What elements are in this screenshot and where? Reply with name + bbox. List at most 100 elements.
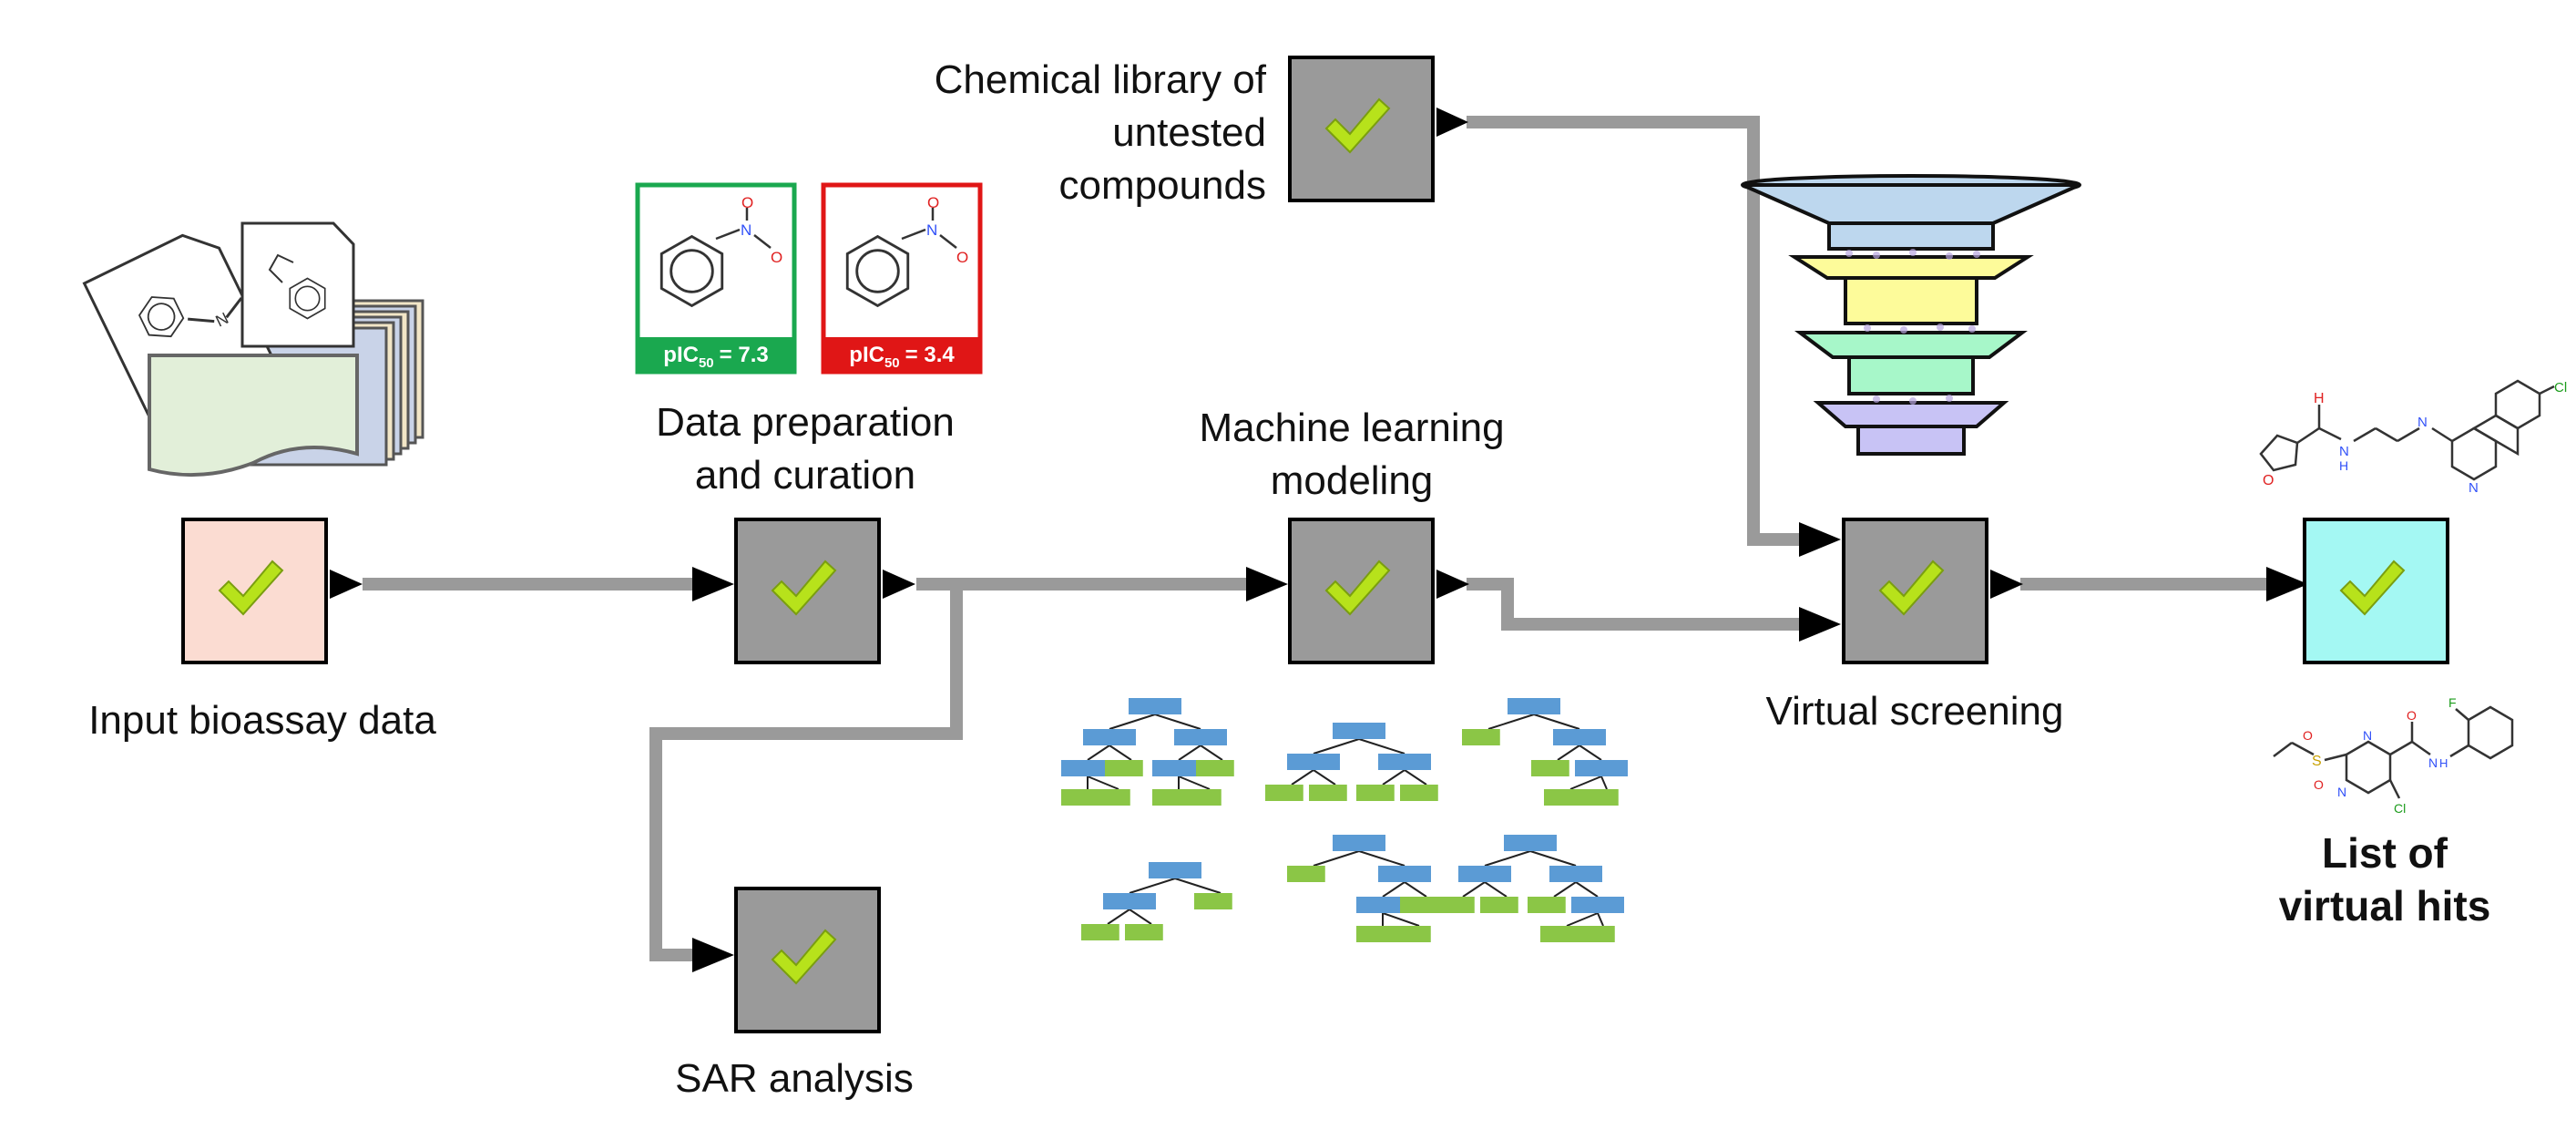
atom-hit1-n1: N bbox=[2339, 444, 2349, 459]
tree-split-node bbox=[1458, 866, 1511, 882]
output-port bbox=[883, 570, 915, 599]
connector-ml-to-vs bbox=[1467, 578, 1799, 631]
atom-hit2-h: H bbox=[2439, 756, 2448, 770]
tree-split-node bbox=[1504, 835, 1557, 851]
tree-leaf-node bbox=[1436, 897, 1475, 913]
atom-hit2-n3: N bbox=[2428, 755, 2438, 770]
decision-tree bbox=[1436, 835, 1624, 942]
arrow-prep-in bbox=[692, 567, 734, 601]
atom-nitro-n: N bbox=[926, 221, 937, 239]
tree-split-node bbox=[1149, 862, 1201, 878]
tree-edge bbox=[1529, 850, 1577, 867]
connectors bbox=[363, 116, 2268, 961]
atom-hit2-n1: N bbox=[2363, 728, 2372, 743]
tree-leaf-node bbox=[1287, 866, 1325, 882]
tree-edge bbox=[1129, 909, 1152, 925]
atom-hit2-o1: O bbox=[2303, 728, 2313, 743]
decision-tree bbox=[1287, 835, 1438, 942]
tree-leaf-node bbox=[1194, 893, 1232, 909]
tree-edge bbox=[1566, 912, 1599, 927]
tree-leaf-node bbox=[1480, 897, 1518, 913]
atom-hit1-h1: H bbox=[2339, 458, 2348, 473]
tree-leaf-node bbox=[1081, 924, 1119, 940]
decision-tree bbox=[1265, 723, 1438, 801]
atom-nitro-o-right: O bbox=[771, 249, 782, 266]
decision-tree bbox=[1061, 698, 1234, 806]
tree-leaf-node bbox=[1580, 789, 1619, 806]
label-chemical-library-2: untested bbox=[1112, 110, 1266, 155]
connector-prep-to-sar bbox=[649, 584, 963, 961]
tree-leaf-node bbox=[1152, 789, 1191, 806]
tree-edge bbox=[1107, 909, 1130, 925]
tree-leaf-node bbox=[1531, 760, 1569, 776]
tree-edge bbox=[1200, 745, 1223, 761]
screening-funnel-illustration bbox=[1741, 174, 2081, 456]
label-machine-learning-1: Machine learning bbox=[1199, 406, 1504, 450]
connector-library-to-vs bbox=[1467, 116, 1799, 546]
tree-edge bbox=[1382, 912, 1420, 927]
hit-molecule-2: S O O N N O N H F Cl bbox=[2273, 695, 2514, 816]
label-virtual-screening: Virtual screening bbox=[1766, 689, 2064, 734]
node-virtual-screening[interactable] bbox=[1842, 518, 2023, 664]
tree-split-node bbox=[1174, 729, 1227, 745]
arrow-hits-in bbox=[2266, 567, 2308, 601]
tree-edge bbox=[1178, 775, 1211, 790]
document-benzodioxole bbox=[240, 221, 355, 348]
tree-edge bbox=[1600, 775, 1608, 790]
tree-split-node bbox=[1575, 760, 1628, 776]
output-port bbox=[1990, 570, 2023, 599]
atom-hit2-n2: N bbox=[2337, 785, 2346, 799]
tree-edge bbox=[1382, 769, 1406, 786]
atom-hit2-s: S bbox=[2312, 754, 2322, 769]
tree-edge bbox=[1087, 745, 1110, 761]
node-input-bioassay[interactable] bbox=[181, 518, 363, 664]
tree-leaf-node bbox=[1183, 789, 1222, 806]
label-machine-learning-2: modeling bbox=[1271, 458, 1434, 503]
arrow-vs-in-top bbox=[1799, 522, 1841, 557]
tree-edge bbox=[1569, 775, 1602, 790]
tree-edge bbox=[1109, 745, 1132, 761]
tree-leaf-node bbox=[1125, 924, 1163, 940]
atom-nitro-o-right: O bbox=[956, 249, 968, 266]
atom-hit1-carbonyl-o: H bbox=[2314, 391, 2325, 406]
node-data-preparation[interactable] bbox=[734, 518, 915, 664]
tree-split-node bbox=[1549, 866, 1602, 882]
atom-hit2-carbonyl-o: O bbox=[2407, 708, 2417, 723]
tree-edge bbox=[1484, 881, 1508, 898]
input-arrows bbox=[692, 522, 2308, 972]
label-data-preparation-2: and curation bbox=[695, 453, 915, 498]
tree-edge bbox=[1313, 850, 1360, 867]
tree-edge bbox=[1579, 745, 1602, 761]
node-virtual-hits[interactable] bbox=[2303, 518, 2449, 664]
tree-leaf-node bbox=[1540, 926, 1579, 942]
tree-leaf-node bbox=[1393, 926, 1431, 942]
tree-edge bbox=[1174, 878, 1222, 894]
node-chemical-library[interactable] bbox=[1288, 56, 1468, 202]
tree-edge bbox=[1404, 881, 1427, 898]
output-port bbox=[1436, 570, 1469, 599]
label-chemical-library-3: compounds bbox=[1059, 163, 1266, 208]
tree-edge bbox=[1404, 769, 1427, 786]
tree-edge bbox=[1087, 775, 1119, 790]
tree-edge bbox=[1291, 769, 1314, 786]
tree-edge bbox=[1313, 769, 1336, 786]
activity-value-inactive: pIC50= 3.4 bbox=[849, 343, 955, 371]
tree-leaf-node bbox=[1196, 760, 1234, 776]
node-sar-analysis[interactable] bbox=[734, 887, 881, 1033]
tree-split-node bbox=[1378, 866, 1431, 882]
activity-value-active: pIC50= 7.3 bbox=[663, 343, 768, 371]
tree-leaf-node bbox=[1577, 926, 1615, 942]
activity-card-inactive: N O O pIC50= 3.4 bbox=[821, 182, 983, 375]
tree-split-node bbox=[1061, 760, 1114, 776]
tree-leaf-node bbox=[1309, 785, 1347, 801]
tree-edge bbox=[1487, 714, 1535, 730]
atom-nitro-o-top: O bbox=[741, 194, 753, 211]
atom-hit2-f: F bbox=[2448, 695, 2457, 710]
tree-split-node bbox=[1553, 729, 1606, 745]
label-input-bioassay: Input bioassay data bbox=[88, 698, 436, 743]
tree-edge bbox=[1382, 881, 1406, 898]
tree-split-node bbox=[1129, 698, 1181, 714]
node-machine-learning[interactable] bbox=[1288, 518, 1469, 664]
tree-leaf-node bbox=[1092, 789, 1130, 806]
label-list-of-hits-1: List of bbox=[2322, 829, 2448, 877]
